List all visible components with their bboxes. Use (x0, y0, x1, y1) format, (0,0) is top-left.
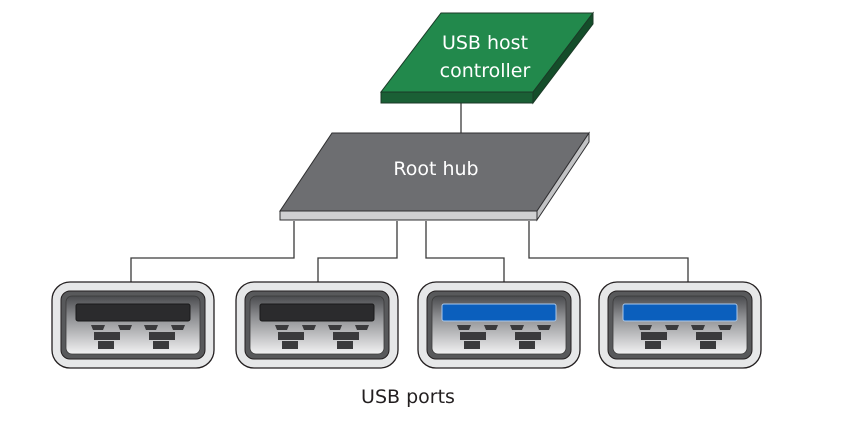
port-tongue-usb2 (259, 303, 375, 322)
port-contact-base (700, 341, 716, 349)
port-pin (537, 325, 551, 330)
usb-port-1 (51, 281, 215, 369)
port-pin (275, 325, 289, 330)
port-contact-block (149, 332, 175, 340)
hub-to-port-2-line (317, 221, 398, 282)
host-controller-label-line2: controller (440, 60, 531, 82)
port-pin (691, 325, 705, 330)
port-tongue-usb3 (441, 303, 557, 322)
port-contact-base (464, 341, 480, 349)
port-tongue-usb2 (75, 303, 191, 322)
port-contact-block (515, 332, 541, 340)
port-pin (355, 325, 369, 330)
host-controller-label-line1: USB host (442, 32, 528, 54)
port-pin (328, 325, 342, 330)
port-pin (457, 325, 471, 330)
hub-to-port-1-line (130, 221, 295, 282)
connector-lines (130, 103, 689, 282)
port-pin (718, 325, 732, 330)
port-contact-block (94, 332, 120, 340)
ports-caption: USB ports (361, 386, 455, 408)
port-contact-base (645, 341, 661, 349)
root-hub-label: Root hub (393, 158, 478, 180)
port-pin (638, 325, 652, 330)
usb-port-4 (598, 281, 762, 369)
hub-to-port-3-line (425, 221, 505, 282)
usb-port-2 (235, 281, 399, 369)
port-contact-base (98, 341, 114, 349)
port-contact-block (278, 332, 304, 340)
hub-to-port-4-line (528, 221, 689, 282)
port-contact-block (696, 332, 722, 340)
port-pin (665, 325, 679, 330)
usb-ports (51, 281, 762, 369)
port-pin (484, 325, 498, 330)
port-pin (171, 325, 185, 330)
usb-port-3 (417, 281, 581, 369)
port-pin (144, 325, 158, 330)
port-contact-base (153, 341, 169, 349)
usb-host-controller: USB host controller (379, 11, 595, 105)
root-hub: Root hub (279, 131, 590, 222)
port-tongue-usb3 (622, 303, 738, 322)
port-contact-block (333, 332, 359, 340)
port-pin (91, 325, 105, 330)
port-contact-base (519, 341, 535, 349)
port-contact-base (282, 341, 298, 349)
port-contact-block (460, 332, 486, 340)
port-pin (118, 325, 132, 330)
port-contact-base (337, 341, 353, 349)
port-pin (302, 325, 316, 330)
port-contact-block (641, 332, 667, 340)
port-pin (510, 325, 524, 330)
